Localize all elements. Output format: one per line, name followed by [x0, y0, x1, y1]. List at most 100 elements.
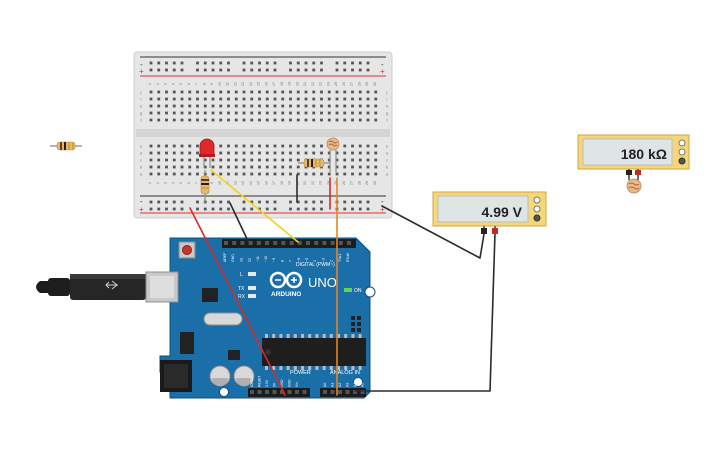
- breadboard-hole[interactable]: [258, 151, 261, 155]
- breadboard-hole[interactable]: [312, 172, 316, 176]
- breadboard-hole[interactable]: [250, 97, 254, 101]
- header-pin[interactable]: [281, 241, 286, 245]
- breadboard-hole[interactable]: [149, 165, 153, 169]
- breadboard-hole[interactable]: [188, 151, 192, 155]
- wire-yellow-led[interactable]: [210, 169, 299, 243]
- header-pin[interactable]: [353, 390, 357, 394]
- breadboard-hole[interactable]: [250, 165, 254, 169]
- breadboard-hole[interactable]: [312, 200, 316, 204]
- breadboard-hole[interactable]: [296, 165, 300, 169]
- reset-button[interactable]: [178, 241, 196, 259]
- breadboard-hole[interactable]: [320, 118, 323, 122]
- photoresistor-on-board[interactable]: [326, 137, 340, 172]
- breadboard-hole[interactable]: [312, 90, 316, 94]
- breadboard-hole[interactable]: [242, 118, 246, 122]
- breadboard-hole[interactable]: [265, 61, 269, 65]
- breadboard-hole[interactable]: [374, 104, 378, 108]
- breadboard-hole[interactable]: [258, 90, 261, 94]
- breadboard-hole[interactable]: [366, 68, 370, 72]
- breadboard-hole[interactable]: [165, 144, 168, 148]
- breadboard-hole[interactable]: [172, 97, 176, 101]
- breadboard-hole[interactable]: [149, 118, 153, 122]
- breadboard-hole[interactable]: [304, 118, 308, 122]
- breadboard-hole[interactable]: [265, 165, 269, 169]
- breadboard-hole[interactable]: [366, 151, 370, 155]
- header-pin[interactable]: [265, 390, 269, 394]
- breadboard-hole[interactable]: [289, 165, 292, 169]
- breadboard-hole[interactable]: [358, 200, 362, 204]
- breadboard-hole[interactable]: [250, 172, 254, 176]
- breadboard-hole[interactable]: [149, 144, 153, 148]
- breadboard-hole[interactable]: [157, 118, 161, 122]
- breadboard-hole[interactable]: [320, 207, 323, 211]
- breadboard-hole[interactable]: [320, 68, 323, 72]
- breadboard-hole[interactable]: [250, 90, 254, 94]
- breadboard-hole[interactable]: [366, 61, 370, 65]
- breadboard-hole[interactable]: [242, 61, 246, 65]
- breadboard-hole[interactable]: [374, 158, 378, 162]
- breadboard-hole[interactable]: [281, 97, 285, 101]
- breadboard-hole[interactable]: [250, 144, 254, 148]
- breadboard-hole[interactable]: [351, 111, 354, 115]
- breadboard-hole[interactable]: [312, 68, 316, 72]
- breadboard-hole[interactable]: [172, 61, 176, 65]
- breadboard-hole[interactable]: [157, 165, 161, 169]
- breadboard-hole[interactable]: [180, 90, 184, 94]
- breadboard-hole[interactable]: [265, 207, 269, 211]
- breadboard-hole[interactable]: [242, 165, 246, 169]
- breadboard-hole[interactable]: [157, 61, 161, 65]
- breadboard-hole[interactable]: [196, 165, 199, 169]
- breadboard-hole[interactable]: [343, 144, 347, 148]
- breadboard-hole[interactable]: [312, 207, 316, 211]
- breadboard-hole[interactable]: [304, 207, 308, 211]
- breadboard-hole[interactable]: [289, 158, 292, 162]
- breadboard-hole[interactable]: [335, 165, 339, 169]
- breadboard-hole[interactable]: [242, 207, 246, 211]
- breadboard-hole[interactable]: [180, 165, 184, 169]
- breadboard-hole[interactable]: [343, 158, 347, 162]
- breadboard-hole[interactable]: [188, 165, 192, 169]
- breadboard-hole[interactable]: [211, 111, 215, 115]
- breadboard-hole[interactable]: [273, 90, 277, 94]
- breadboard-hole[interactable]: [273, 104, 277, 108]
- breadboard-hole[interactable]: [165, 207, 168, 211]
- breadboard-hole[interactable]: [165, 151, 168, 155]
- breadboard-hole[interactable]: [327, 151, 331, 155]
- breadboard-hole[interactable]: [250, 158, 254, 162]
- breadboard-hole[interactable]: [227, 118, 230, 122]
- breadboard-hole[interactable]: [335, 90, 339, 94]
- header-pin[interactable]: [347, 241, 351, 245]
- wire-black-gnd[interactable]: [229, 202, 249, 242]
- breadboard-hole[interactable]: [157, 104, 161, 108]
- breadboard-hole[interactable]: [211, 118, 215, 122]
- led-on-board[interactable]: [199, 138, 215, 168]
- breadboard-hole[interactable]: [374, 165, 378, 169]
- breadboard-hole[interactable]: [234, 97, 238, 101]
- breadboard-hole[interactable]: [374, 151, 378, 155]
- header-pin[interactable]: [323, 390, 327, 394]
- breadboard-hole[interactable]: [265, 158, 269, 162]
- breadboard-hole[interactable]: [289, 104, 292, 108]
- breadboard-hole[interactable]: [335, 158, 339, 162]
- breadboard-hole[interactable]: [366, 200, 370, 204]
- breadboard-hole[interactable]: [273, 61, 277, 65]
- breadboard-hole[interactable]: [196, 61, 199, 65]
- breadboard-hole[interactable]: [219, 151, 223, 155]
- breadboard-hole[interactable]: [157, 172, 161, 176]
- header-pin[interactable]: [248, 241, 253, 245]
- breadboard-hole[interactable]: [180, 118, 184, 122]
- breadboard-hole[interactable]: [366, 97, 370, 101]
- breadboard-hole[interactable]: [196, 144, 199, 148]
- breadboard-hole[interactable]: [351, 97, 354, 101]
- breadboard-hole[interactable]: [281, 165, 285, 169]
- breadboard-hole[interactable]: [219, 200, 223, 204]
- breadboard-hole[interactable]: [265, 111, 269, 115]
- breadboard-hole[interactable]: [374, 144, 378, 148]
- breadboard-hole[interactable]: [149, 97, 153, 101]
- breadboard-hole[interactable]: [180, 68, 184, 72]
- breadboard-hole[interactable]: [265, 97, 269, 101]
- breadboard-hole[interactable]: [242, 68, 246, 72]
- breadboard-hole[interactable]: [265, 90, 269, 94]
- breadboard-hole[interactable]: [172, 111, 176, 115]
- breadboard-hole[interactable]: [219, 144, 223, 148]
